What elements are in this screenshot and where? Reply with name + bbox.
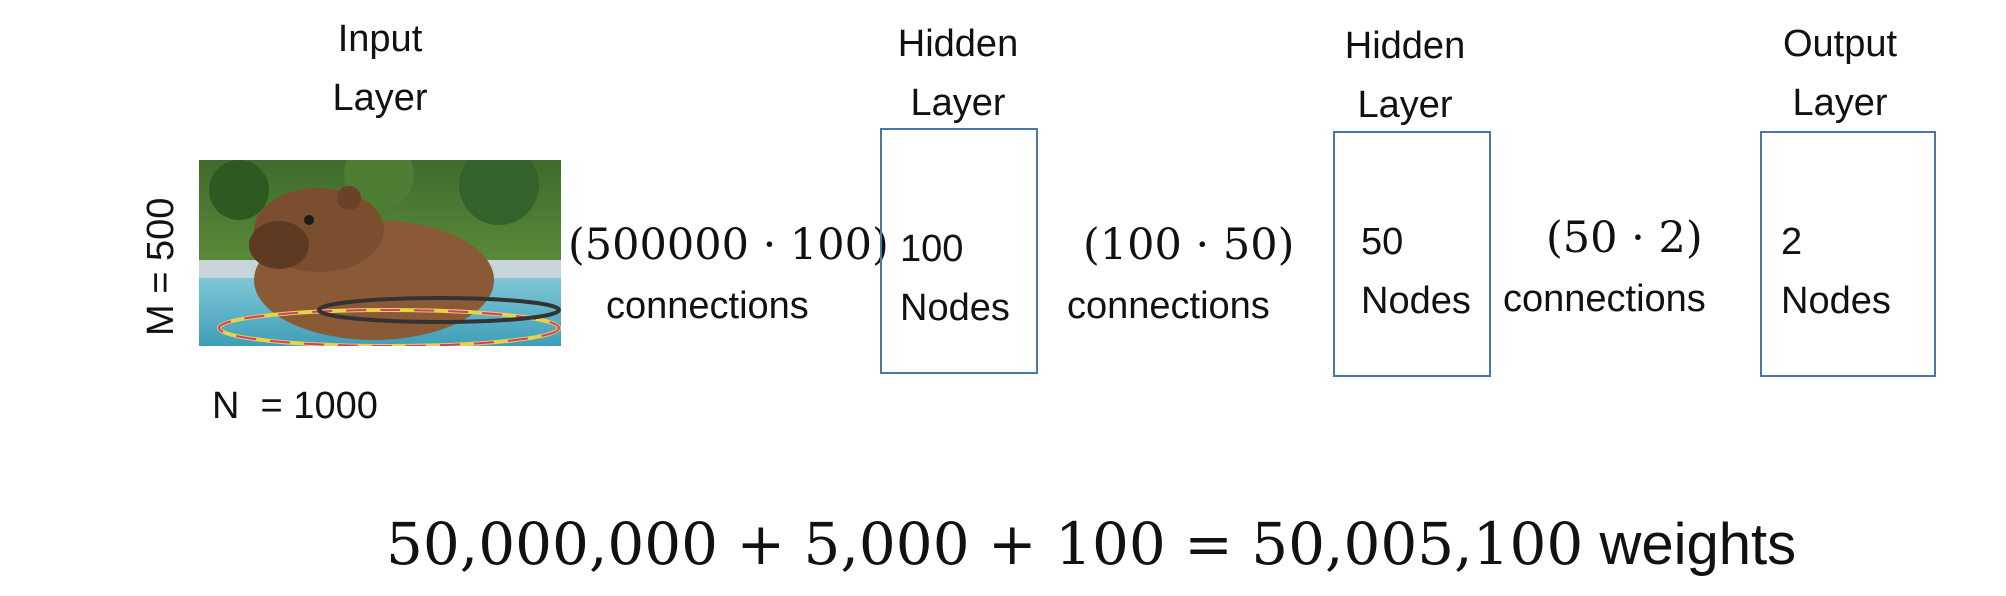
output-layer-count: 2 — [1781, 221, 1803, 263]
output-layer-nodes: 2 Nodes — [1781, 213, 1891, 331]
capybara-photo-image — [199, 160, 561, 346]
hidden-layer-2-title-line2: Layer — [1357, 83, 1453, 126]
input-layer-title-line1: Input — [337, 18, 423, 60]
connection-label-1: connections — [606, 285, 809, 327]
total-unit: weights — [1599, 512, 1797, 577]
hidden-layer-1-nodes: 100 Nodes — [900, 220, 1010, 338]
hidden-layer-2-nodes: 50 Nodes — [1361, 213, 1471, 331]
hidden-layer-1-title: Hidden Layer — [868, 15, 1048, 133]
output-layer-title-line1: Output — [1782, 23, 1898, 65]
output-layer-title: Output Layer — [1750, 15, 1930, 133]
capybara-photo — [199, 160, 561, 346]
hidden-layer-1-unit: Nodes — [900, 286, 1010, 329]
output-layer-box — [1760, 131, 1936, 377]
hidden-layer-2-count: 50 — [1361, 221, 1404, 263]
connection-formula-3: (50 · 2) — [1546, 213, 1703, 263]
hidden-layer-2-title-line1: Hidden — [1344, 25, 1466, 67]
hidden-layer-2-title: Hidden Layer — [1315, 17, 1495, 135]
hidden-layer-1-count: 100 — [900, 228, 964, 270]
total-weights-equation: 50,000,000 + 5,000 + 100 = 50,005,100 we… — [386, 510, 1796, 578]
connection-formula-1: (500000 · 100) — [568, 220, 889, 270]
hidden-layer-1-title-line1: Hidden — [897, 23, 1019, 65]
output-layer-unit: Nodes — [1781, 279, 1891, 322]
connection-label-3: connections — [1503, 278, 1706, 320]
hidden-layer-1-title-line2: Layer — [910, 81, 1006, 124]
input-layer-title: Input Layer — [300, 10, 460, 128]
n-dimension-label: N = 1000 — [212, 385, 378, 427]
connection-formula-2: (100 · 50) — [1083, 220, 1295, 270]
m-dimension-label: M = 500 — [140, 197, 182, 336]
connection-label-2: connections — [1067, 285, 1270, 327]
total-equation: 50,000,000 + 5,000 + 100 = 50,005,100 — [386, 510, 1584, 578]
output-layer-title-line2: Layer — [1792, 81, 1888, 124]
hidden-layer-2-unit: Nodes — [1361, 279, 1471, 322]
hidden-layer-1-box — [880, 128, 1038, 374]
input-layer-title-line2: Layer — [332, 76, 428, 119]
hidden-layer-2-box — [1333, 131, 1491, 377]
